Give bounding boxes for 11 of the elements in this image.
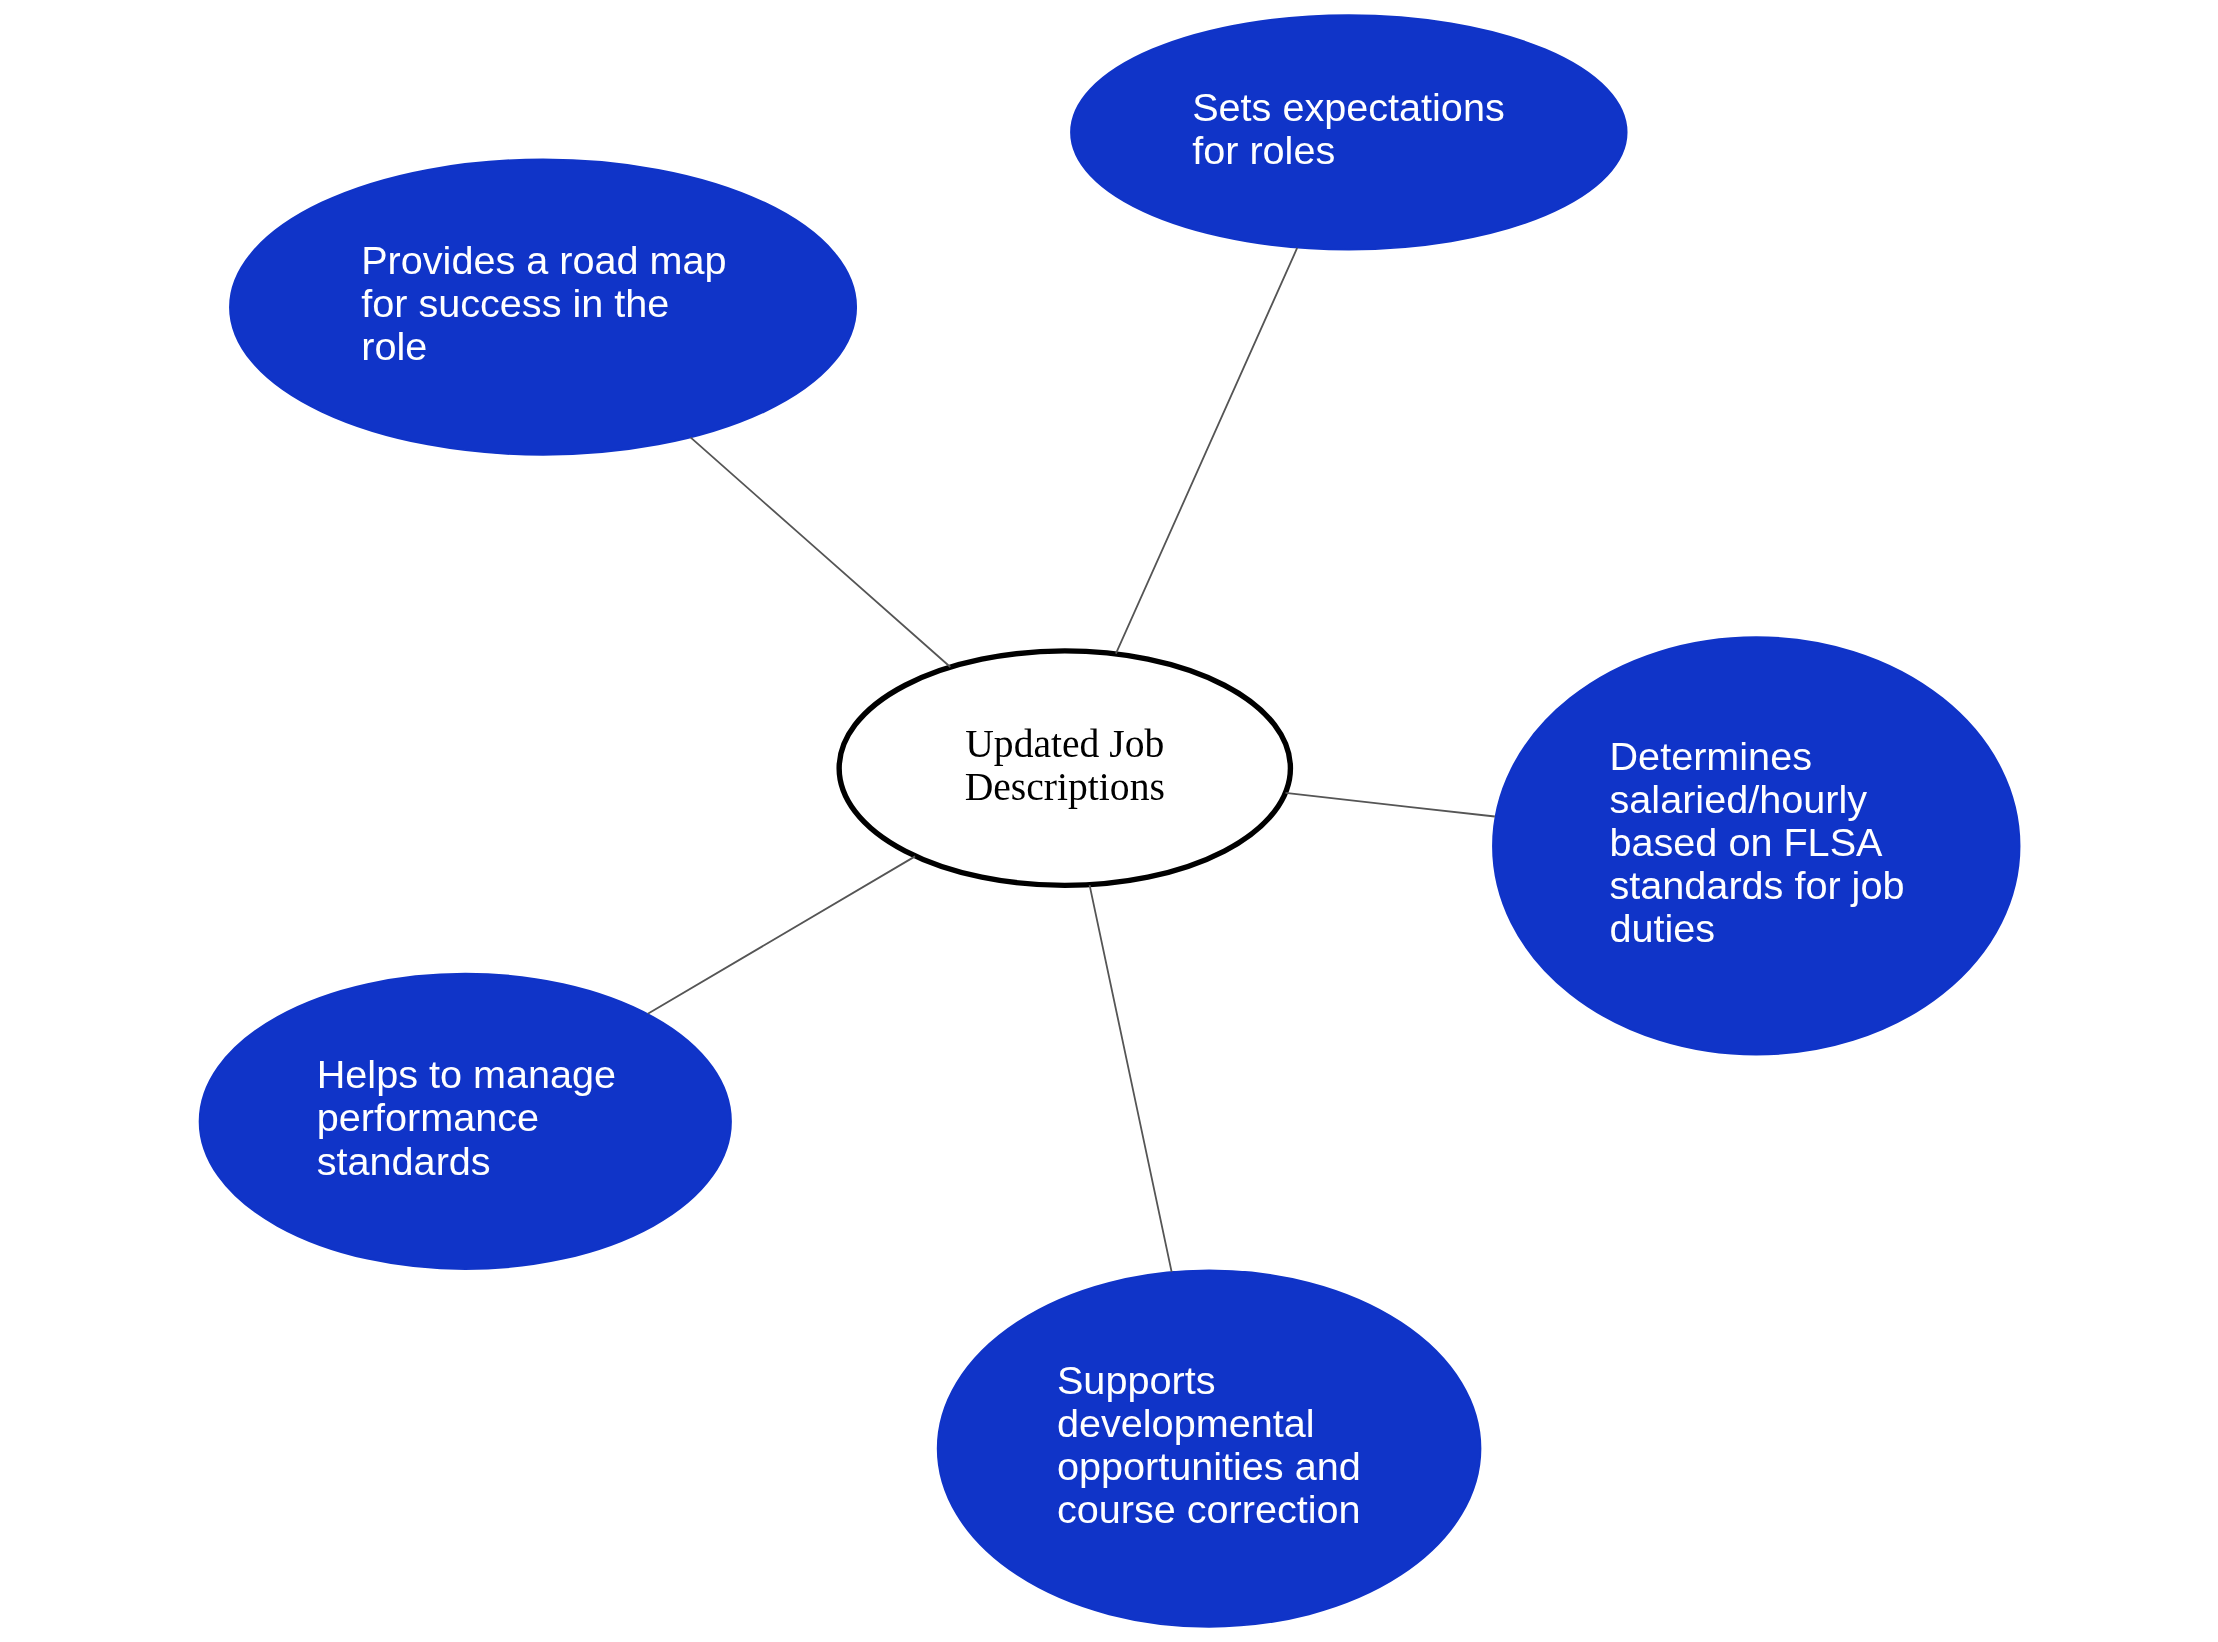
connector bbox=[1088, 884, 1172, 1273]
node-ellipse: Sets expectations for roles bbox=[1069, 14, 1628, 251]
node-ellipse: Supports developmental opportunities and course correction bbox=[936, 1269, 1481, 1628]
connector bbox=[689, 436, 951, 668]
node-ellipse: Determines salaried/hourly based on FLSA standards for job duties bbox=[1491, 636, 2020, 1056]
node-ellipse: Updated Job Descriptions bbox=[835, 648, 1293, 889]
connector bbox=[1114, 247, 1298, 655]
node-ellipse: Provides a road map for success in the role bbox=[228, 158, 857, 456]
connector bbox=[646, 855, 916, 1015]
connector bbox=[1284, 792, 1496, 818]
node-ellipse: Helps to manage performance standards bbox=[198, 972, 732, 1270]
